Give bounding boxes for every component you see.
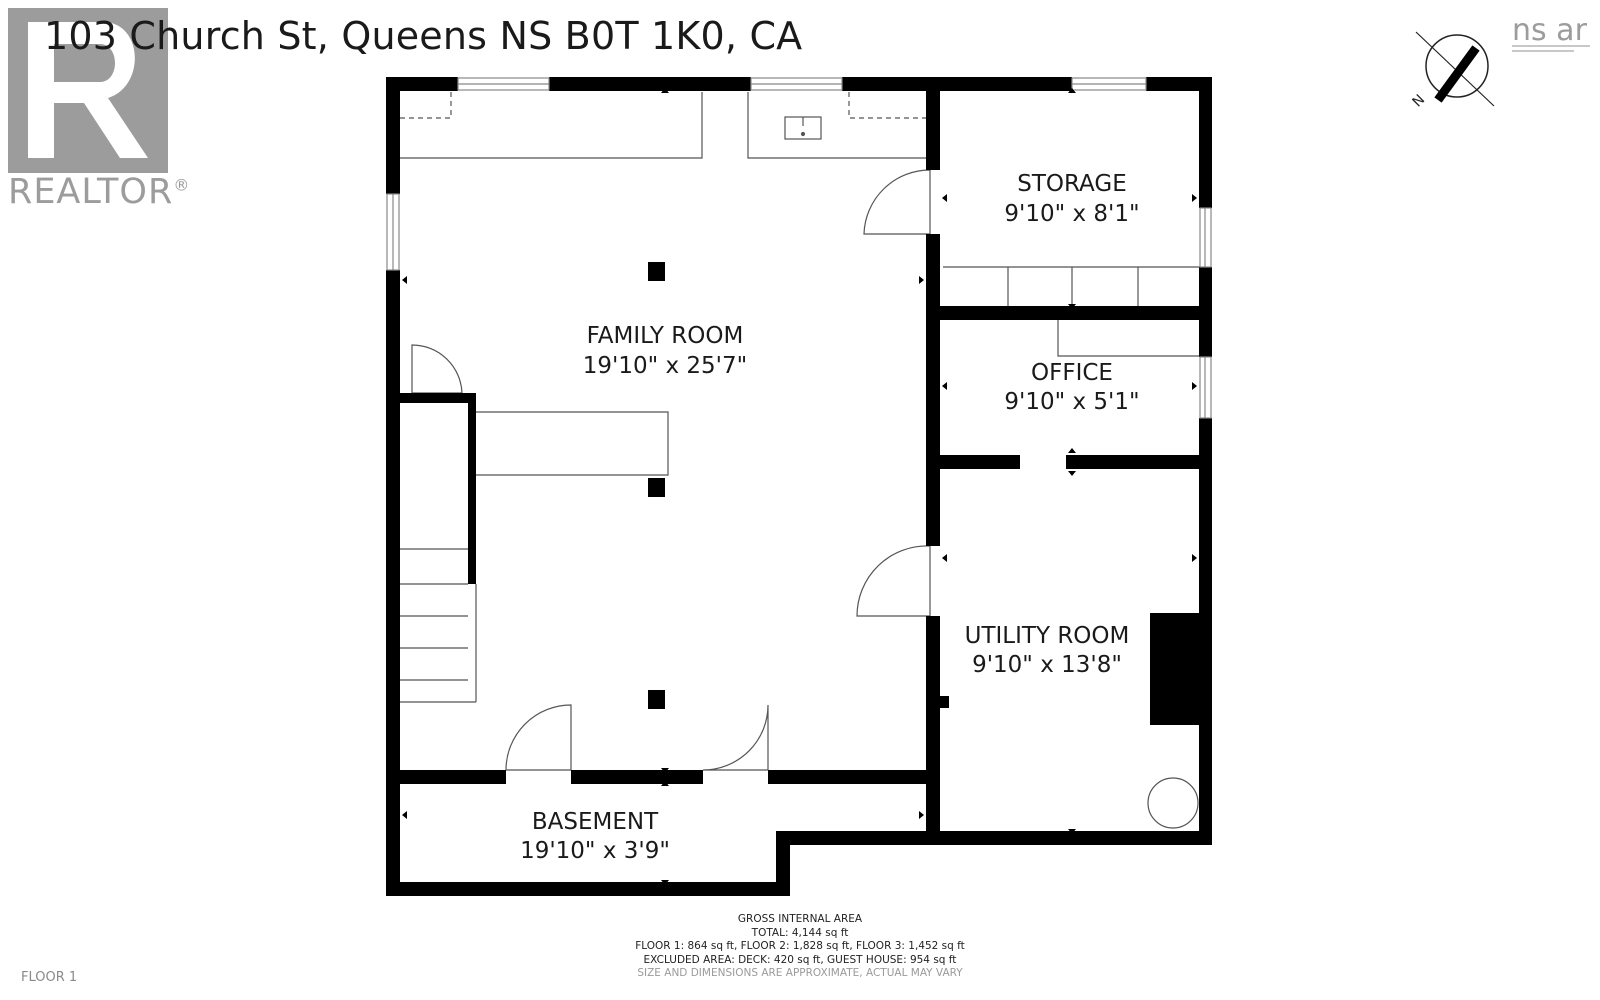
- walls: [386, 77, 1212, 896]
- area-heading: GROSS INTERNAL AREA: [737, 913, 863, 925]
- realtor-logo-icon: [8, 8, 168, 173]
- room-name: OFFICE: [1031, 360, 1113, 386]
- windows: [386, 77, 1212, 419]
- room-size: 9'10" x 13'8": [972, 652, 1122, 678]
- room-size: 19'10" x 25'7": [583, 353, 747, 379]
- area-total: TOTAL: 4,144 sq ft: [751, 926, 849, 939]
- floor-label: FLOOR 1: [21, 970, 78, 985]
- area-disclaimer: SIZE AND DIMENSIONS ARE APPROXIMATE, ACT…: [637, 967, 963, 979]
- room-size: 9'10" x 8'1": [1004, 201, 1139, 227]
- room-utility-room: UTILITY ROOM 9'10" x 13'8": [965, 623, 1130, 678]
- water-heater-icon: [1147, 777, 1199, 829]
- room-name: STORAGE: [1017, 171, 1127, 197]
- room-basement: BASEMENT 19'10" x 3'9": [520, 809, 670, 864]
- property-address-title: 103 Church St, Queens NS B0T 1K0, CA: [44, 14, 803, 58]
- room-office: OFFICE 9'10" x 5'1": [1004, 360, 1139, 415]
- room-name: UTILITY ROOM: [965, 623, 1130, 649]
- area-excluded: EXCLUDED AREA: DECK: 420 sq ft, GUEST HO…: [643, 953, 957, 966]
- room-name: BASEMENT: [532, 809, 659, 835]
- interior-fixtures: [400, 92, 1206, 829]
- furnace-icon: [1150, 613, 1200, 725]
- nsar-logo-icon: ns ar: [1512, 13, 1590, 52]
- nsar-wordmark: ns ar: [1512, 13, 1588, 48]
- area-floors: FLOOR 1: 864 sq ft, FLOOR 2: 1,828 sq ft…: [635, 940, 965, 952]
- room-name: FAMILY ROOM: [587, 323, 744, 349]
- room-size: 19'10" x 3'9": [520, 838, 670, 864]
- room-family-room: FAMILY ROOM 19'10" x 25'7": [583, 323, 747, 379]
- gross-internal-area-summary: GROSS INTERNAL AREA TOTAL: 4,144 sq ft F…: [560, 913, 1040, 981]
- realtor-wordmark: REALTOR®: [8, 172, 191, 212]
- room-size: 9'10" x 5'1": [1004, 389, 1139, 415]
- room-storage: STORAGE 9'10" x 8'1": [1004, 171, 1139, 227]
- dimension-ticks: [402, 88, 1197, 885]
- north-arrow-compass-icon: N: [1410, 31, 1495, 110]
- door-swings: [411, 169, 931, 771]
